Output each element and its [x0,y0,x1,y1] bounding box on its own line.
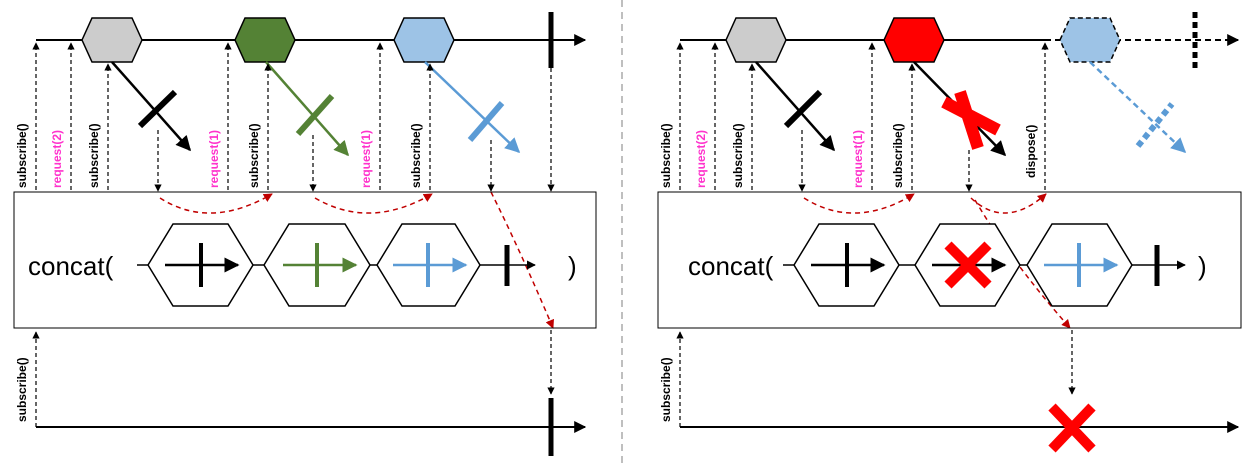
left-label-subscribe-1: subscribe() [15,123,29,188]
right-inner-stream-3-arrow-icon [1089,61,1187,154]
right-inner-stream-3-x-mark-icon [1135,102,1175,148]
right-inner-stream-1-arrow-icon [755,61,835,152]
right-inner-stream-2-error-cross-icon [941,90,1001,150]
left-close-paren: ) [568,251,577,281]
left-gray-hexagon-icon [81,17,143,63]
left-label-request-1b: request(1) [359,130,373,188]
right-label-subscribe-2: subscribe() [731,123,745,188]
left-concat-label: concat( [28,251,114,281]
left-label-subscribe-3: subscribe() [247,123,261,188]
right-label-dispose: dispose() [1024,125,1038,178]
right-label-subscribe-1: subscribe() [659,123,673,188]
left-green-hexagon-icon [234,17,296,63]
left-inner-stream-1-x-mark-icon [137,89,178,129]
right-concat-hex-2-error-cross-icon [944,241,992,289]
right-concat-label: concat( [688,251,774,281]
left-inner-stream-1-arrow-icon [111,61,191,152]
right-label-request-2: request(2) [694,130,708,188]
right-gray-hexagon-icon [725,17,787,63]
left-inner-stream-3-arrow-icon [424,61,521,154]
right-red-flow-1 [803,193,915,214]
left-red-flow-3 [490,191,554,329]
right-label-request-1: request(1) [851,130,865,188]
right-inner-stream-1-x-mark-icon [783,89,823,129]
right-concat-box [657,191,1242,329]
left-label-subscribe-output: subscribe() [15,357,29,422]
left-concat-box [13,191,597,329]
right-output-error-cross-icon [1048,403,1096,453]
left-label-subscribe-2: subscribe() [87,123,101,188]
left-inner-stream-2-arrow-icon [265,61,349,157]
left-blue-hexagon-icon [393,17,455,63]
left-red-flow-1 [159,193,273,214]
left-label-subscribe-4: subscribe() [409,123,423,188]
right-label-subscribe-output: subscribe() [659,357,673,422]
left-label-request-2: request(2) [50,130,64,188]
left-inner-stream-2-x-mark-icon [295,93,335,137]
right-close-paren: ) [1198,251,1207,281]
right-label-subscribe-3: subscribe() [891,123,905,188]
right-blue-hexagon-icon [1059,17,1121,63]
left-panel: concat( ) subscribe() request(2) subscri… [13,12,597,456]
left-red-flow-2 [314,193,433,214]
left-label-request-1a: request(1) [207,130,221,188]
right-red-flow-2 [970,193,1047,214]
right-panel: concat( ) subscribe() request(2) subscri… [657,12,1242,453]
left-inner-stream-3-x-mark-icon [467,101,505,142]
right-red-hexagon-icon [883,17,945,63]
